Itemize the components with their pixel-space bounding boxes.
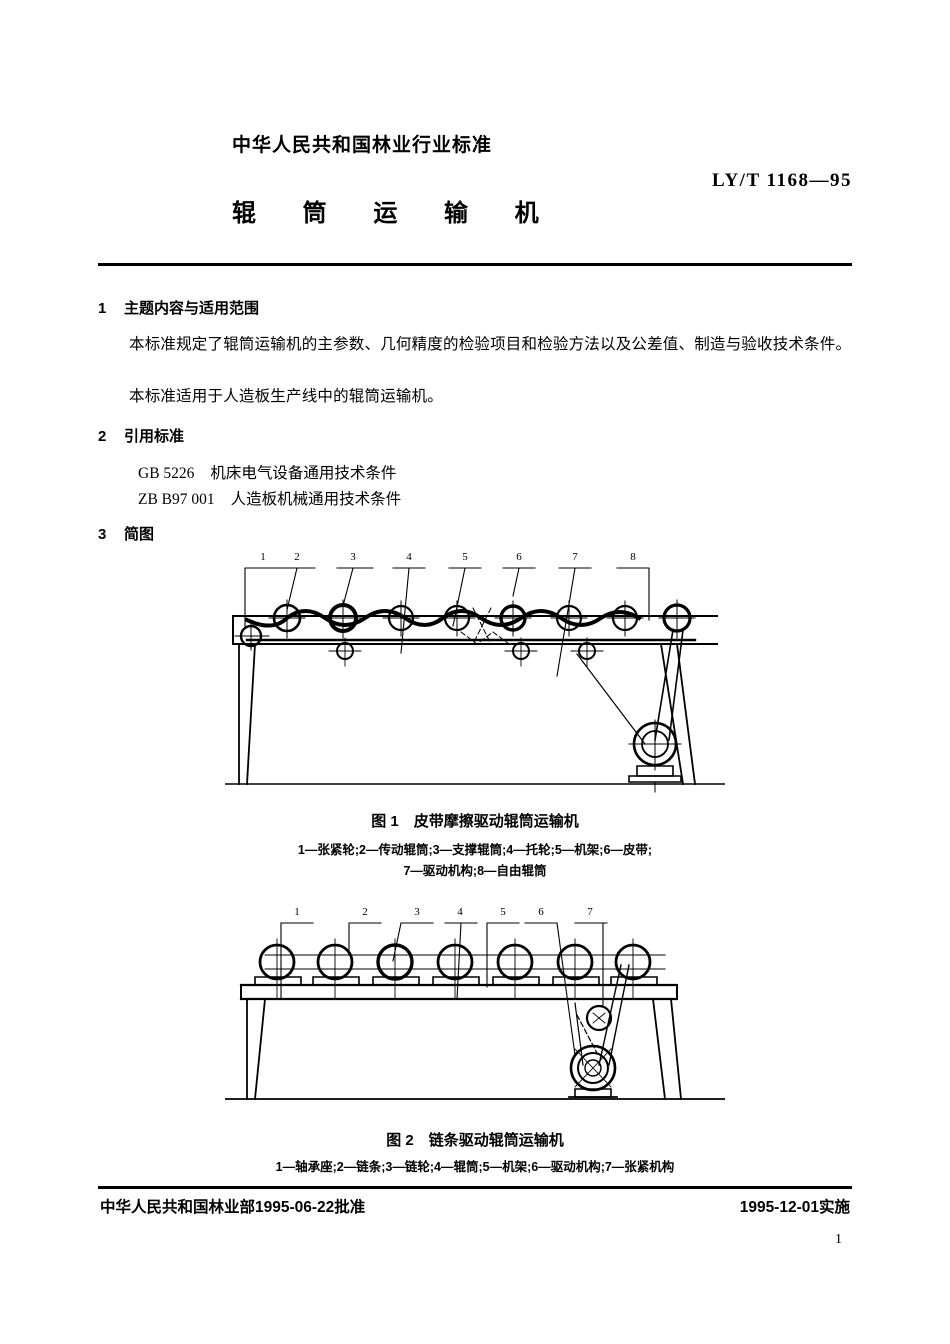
section-1-paragraph-1: 本标准规定了辊筒运输机的主参数、几何精度的检验项目和检验方法以及公差值、制造与验…	[129, 336, 852, 353]
section-title-3: 简图	[124, 526, 155, 543]
section-heading-3: 3 简图	[98, 523, 154, 544]
figure-1-drawing: 1 2 3 4 5 6 7 8	[224, 548, 726, 798]
figure-2-caption: 图 2 链条驱动辊筒运输机	[386, 1132, 564, 1149]
figure-1-legend-line-1: 1—张紧轮;2—传动辊筒;3—支撑辊筒;4—托轮;5—机架;6—皮带;	[297, 843, 653, 857]
figure-1-roller-centremarks	[268, 599, 696, 639]
section-number-3: 3	[98, 526, 107, 543]
header-divider	[98, 263, 852, 266]
figure-1-svg: 1 2 3 4 5 6 7 8	[224, 551, 726, 793]
reference-title-zb: 人造板机械通用技术条件	[230, 491, 402, 508]
figure-2-drawing: 1 2 3 4 5 6 7	[224, 903, 726, 1118]
figure-2-tension-sprocket	[585, 1004, 613, 1032]
figure-2-roller-centremarks	[276, 938, 634, 1000]
section-1-paragraph-2: 本标准适用于人造板生产线中的辊筒运输机。	[129, 388, 444, 405]
svg-text:1: 1	[294, 906, 300, 918]
standard-number: LY/T 1168—95	[712, 170, 852, 191]
section-heading-2: 2 引用标准	[98, 425, 184, 446]
svg-text:7: 7	[587, 906, 593, 918]
svg-text:1: 1	[260, 551, 266, 563]
implementation-date: 1995-12-01实施	[739, 1199, 850, 1216]
section-title-2: 引用标准	[124, 428, 185, 445]
approval-statement: 中华人民共和国林业部1995-06-22批准	[100, 1199, 366, 1216]
svg-text:4: 4	[457, 906, 463, 918]
document-title: 辊 筒 运 输 机	[232, 200, 559, 227]
figure-2-callout-labels: 1 2 3 4 5 6 7	[294, 906, 593, 918]
svg-text:4: 4	[406, 551, 412, 563]
figure-1-caption: 图 1 皮带摩擦驱动辊筒运输机	[371, 813, 579, 830]
footer-divider	[98, 1186, 852, 1189]
svg-text:7: 7	[572, 551, 578, 563]
svg-text:5: 5	[462, 551, 468, 563]
svg-text:5: 5	[500, 906, 506, 918]
section-number-1: 1	[98, 300, 107, 317]
svg-text:2: 2	[362, 906, 368, 918]
figure-1-support-legs	[238, 642, 697, 786]
svg-text:6: 6	[538, 906, 544, 918]
svg-text:6: 6	[516, 551, 522, 563]
section-title-1: 主题内容与适用范围	[124, 300, 260, 317]
reference-title-gb: 机床电气设备通用技术条件	[210, 465, 397, 482]
figure-2-leader-lines	[280, 922, 608, 1056]
figure-1-drive-mechanism	[628, 719, 682, 793]
figure-1-callout-labels: 1 2 3 4 5 6 7 8	[260, 551, 636, 563]
figure-2-svg: 1 2 3 4 5 6 7	[224, 906, 726, 1101]
figure-2-legend-line-1: 1—轴承座;2—链条;3—链轮;4—辊筒;5—机架;6—驱动机构;7—张紧机构	[275, 1160, 675, 1174]
figure-1-idler-wheels	[328, 637, 604, 667]
section-heading-1: 1 主题内容与适用范围	[98, 297, 259, 318]
reference-code-gb: GB 5226	[138, 465, 195, 482]
svg-text:3: 3	[350, 551, 356, 563]
reference-code-zb: ZB B97 001	[138, 491, 215, 508]
section-number-2: 2	[98, 428, 107, 445]
svg-text:2: 2	[294, 551, 300, 563]
reference-item-1: GB 5226 机床电气设备通用技术条件	[138, 461, 396, 483]
page-number: 1	[835, 1232, 842, 1247]
reference-item-2: ZB B97 001 人造板机械通用技术条件	[138, 487, 401, 509]
figure-1-break-symbol	[460, 607, 510, 645]
issuing-organization: 中华人民共和国林业行业标准	[232, 135, 493, 156]
svg-text:3: 3	[414, 906, 420, 918]
figure-1-legend: 1—张紧轮;2—传动辊筒;3—支撑辊筒;4—托轮;5—机架;6—皮带; 7—驱动…	[0, 840, 950, 882]
figure-2-drive-mechanism	[568, 1044, 618, 1098]
figure-1-legend-line-2: 7—驱动机构;8—自由辊筒	[403, 864, 547, 878]
figure-2-legend: 1—轴承座;2—链条;3—链轮;4—辊筒;5—机架;6—驱动机构;7—张紧机构	[0, 1157, 950, 1178]
figure-2-support-legs	[246, 997, 682, 1101]
svg-text:8: 8	[630, 551, 636, 563]
